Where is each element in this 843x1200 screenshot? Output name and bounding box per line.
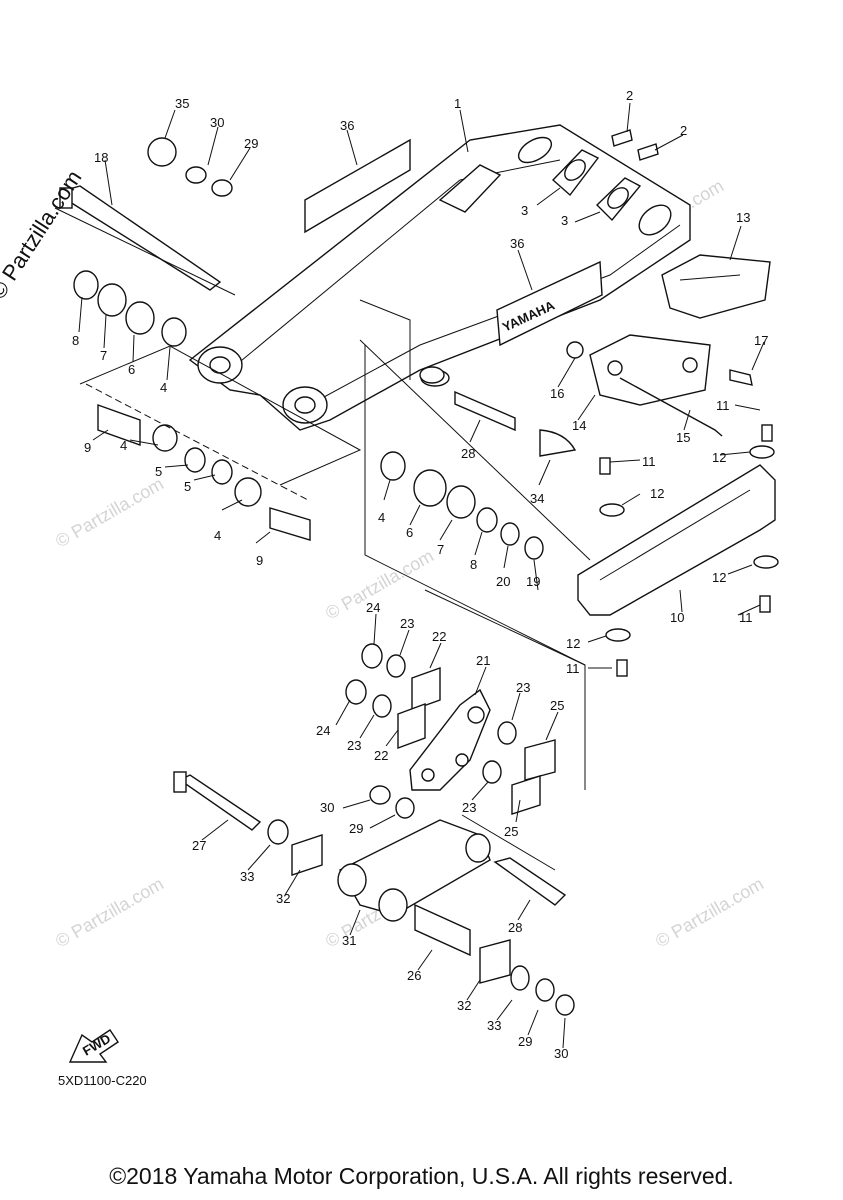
callout-label: 25 <box>504 824 518 839</box>
pivot-group <box>54 137 362 541</box>
callout-label: 30 <box>320 800 334 815</box>
diagram-code: 5XD1100-C220 <box>58 1073 147 1088</box>
callout-label: 33 <box>487 1018 501 1033</box>
callout-label: 19 <box>526 574 540 589</box>
copyright-notice: ©2018 Yamaha Motor Corporation, U.S.A. A… <box>109 1163 734 1189</box>
watermark: © Partzilla.com <box>52 873 167 951</box>
callout-label: 7 <box>437 542 444 557</box>
callout-label: 25 <box>550 698 564 713</box>
callout-label: 5 <box>184 479 191 494</box>
callout-label: 23 <box>400 616 414 631</box>
callout-label: 21 <box>476 653 490 668</box>
callout-label: 36 <box>340 118 354 133</box>
callout-label: 4 <box>214 528 221 543</box>
callout-label: 13 <box>736 210 750 225</box>
callout-label: 15 <box>676 430 690 445</box>
callout-label: 11 <box>739 610 753 625</box>
callout-label: 35 <box>175 96 189 111</box>
callout-labels: 1 2 2 3 3 4 4 4 4 5 5 6 6 7 7 8 8 9 9 10… <box>72 88 768 1061</box>
connecting-rod-group <box>173 771 575 1016</box>
callout-label: 27 <box>192 838 206 853</box>
watermark: © Partzilla.com <box>652 873 767 951</box>
swingarm: YAMAHA <box>188 124 691 431</box>
callout-label: 11 <box>566 661 580 676</box>
chain-slide-group <box>577 424 779 677</box>
callout-label: 26 <box>407 968 421 983</box>
callout-label: 4 <box>160 380 167 395</box>
callout-label: 29 <box>349 821 363 836</box>
callout-label: 22 <box>374 748 388 763</box>
callout-label: 20 <box>496 574 510 589</box>
callout-label: 30 <box>554 1046 568 1061</box>
callout-label: 17 <box>754 333 768 348</box>
callout-label: 24 <box>316 723 330 738</box>
callout-label: 4 <box>120 438 127 453</box>
callout-label: 9 <box>84 440 91 455</box>
callout-label: 22 <box>432 629 446 644</box>
callout-label: 2 <box>626 88 633 103</box>
callout-leaders <box>78 102 765 1049</box>
callout-label: 18 <box>94 150 108 165</box>
callout-label: 10 <box>670 610 684 625</box>
callout-label: 8 <box>72 333 79 348</box>
callout-label: 16 <box>550 386 564 401</box>
callout-label: 6 <box>406 525 413 540</box>
callout-label: 4 <box>378 510 385 525</box>
callout-label: 32 <box>276 891 290 906</box>
relay-arm-group <box>345 589 586 815</box>
callout-label: 12 <box>712 570 726 585</box>
callout-label: 3 <box>561 213 568 228</box>
callout-label: 36 <box>510 236 524 251</box>
callout-label: 34 <box>530 491 544 506</box>
callout-label: 5 <box>155 464 162 479</box>
callout-label: 32 <box>457 998 471 1013</box>
callout-label: 3 <box>521 203 528 218</box>
chain-guide-group <box>566 254 771 437</box>
callout-label: 28 <box>508 920 522 935</box>
callout-label: 29 <box>518 1034 532 1049</box>
callout-label: 30 <box>210 115 224 130</box>
watermark: © Partzilla.com <box>52 473 167 551</box>
callout-label: 23 <box>347 738 361 753</box>
callout-label: 23 <box>516 680 530 695</box>
callout-label: 29 <box>244 136 258 151</box>
callout-label: 31 <box>342 933 356 948</box>
callout-label: 11 <box>716 398 730 413</box>
callout-label: 24 <box>366 600 380 615</box>
callout-label: 6 <box>128 362 135 377</box>
callout-label: 2 <box>680 123 687 138</box>
callout-label: 12 <box>566 636 580 651</box>
right-bushing-group <box>359 339 591 666</box>
chain-puller-group <box>551 129 659 222</box>
callout-label: 28 <box>461 446 475 461</box>
callout-label: 9 <box>256 553 263 568</box>
callout-label: 33 <box>240 869 254 884</box>
callout-label: 12 <box>712 450 726 465</box>
callout-label: 12 <box>650 486 664 501</box>
callout-label: 11 <box>642 454 656 469</box>
callout-label: 8 <box>470 557 477 572</box>
fwd-arrow: FWD <box>68 1029 119 1063</box>
callout-label: 23 <box>462 800 476 815</box>
callout-label: 7 <box>100 348 107 363</box>
callout-label: 1 <box>454 96 461 111</box>
callout-label: 14 <box>572 418 586 433</box>
